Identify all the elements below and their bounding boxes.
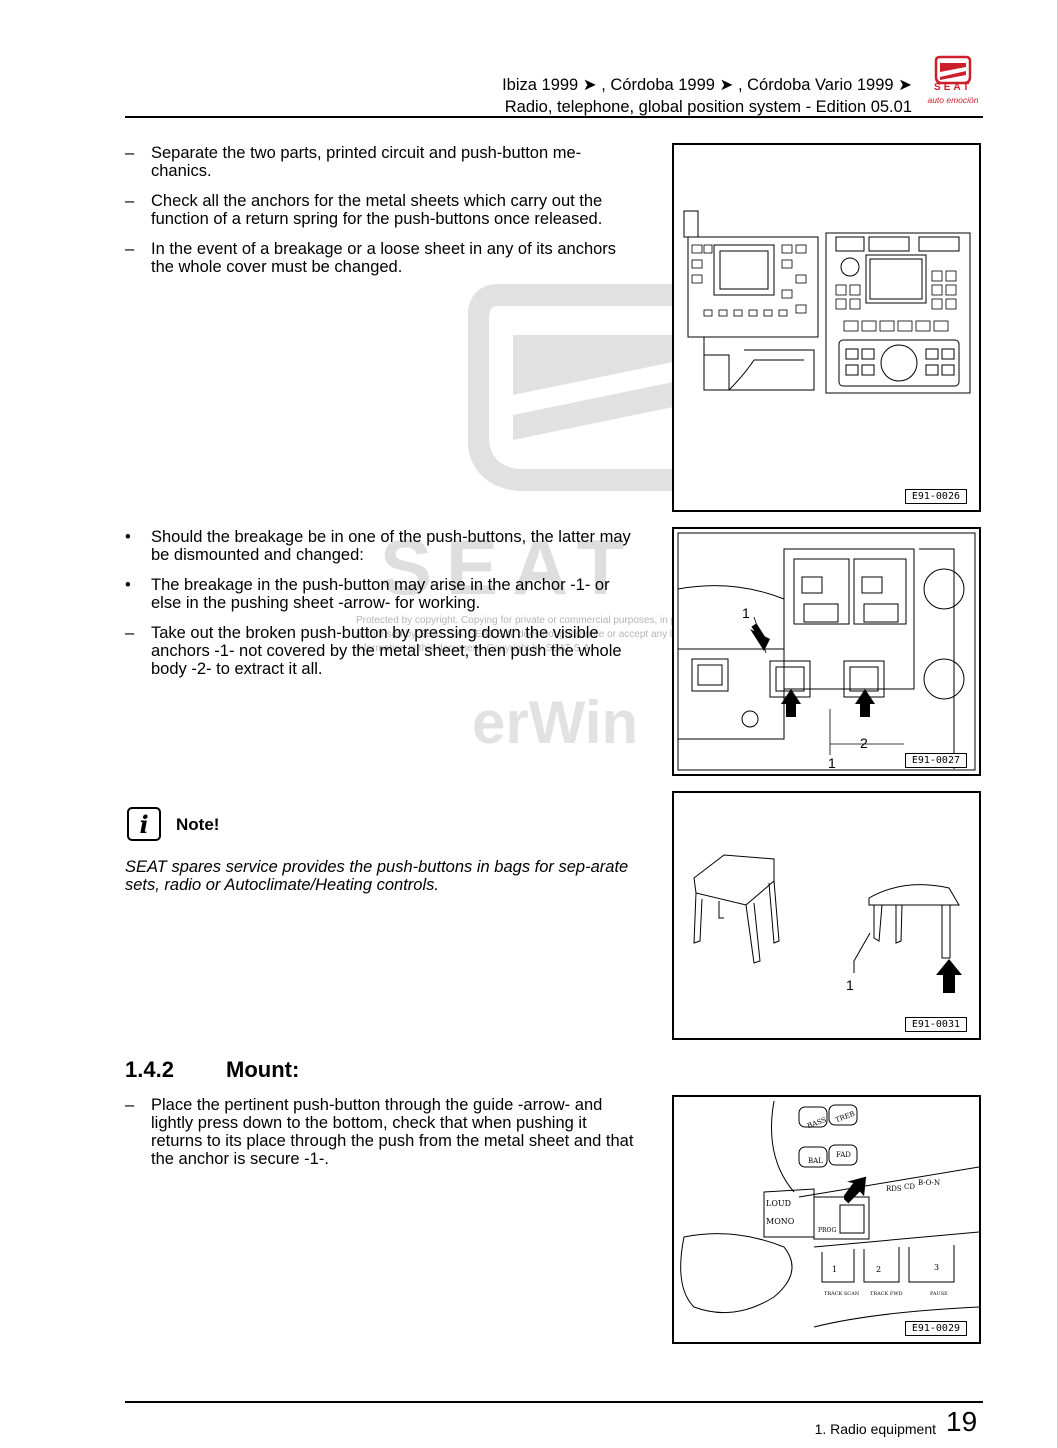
arrow-icon (844, 1176, 867, 1204)
button-1-label: 1 (832, 1265, 838, 1274)
page-number: 19 (946, 1406, 978, 1437)
radio-panel-drawing (683, 210, 971, 394)
header-manual-title: Radio, telephone, global position system… (504, 98, 912, 116)
prog-label: PROG (818, 1227, 837, 1234)
instructions-block-2: •Should the breakage be in one of the pu… (125, 528, 635, 690)
list-item: •The breakage in the push-button may ari… (125, 576, 610, 612)
list-item: •Should the breakage be in one of the pu… (125, 528, 631, 564)
cd-label: CD (904, 1183, 915, 1191)
section-number: 1.4.2 (125, 1057, 174, 1082)
instructions-block-1: –Separate the two parts, printed circuit… (125, 144, 635, 288)
bon-label: B-O-N (918, 1179, 941, 1187)
list-item: –Take out the broken push-button by pres… (125, 624, 622, 678)
seat-logo: SEAT auto emoción (920, 55, 986, 109)
figure-code: E91-0026 (904, 489, 967, 504)
list-item: –Check all the anchors for the metal she… (125, 192, 603, 228)
body-label: 2 (860, 735, 868, 751)
button-3-label: 3 (934, 1263, 940, 1272)
header-models: Ibiza 1999 ➤ , Córdoba 1999 ➤ , Córdoba … (502, 76, 912, 94)
figure-code: E91-0029 (904, 1321, 967, 1336)
anchor-label: 1 (828, 755, 836, 771)
logo-text: SEAT (934, 82, 972, 93)
list-item: –Place the pertinent push-button through… (125, 1096, 634, 1168)
seat-logo-icon (934, 55, 972, 85)
figure-mount-push-button: BASS TREB BAL FAD RDS CD B-O-N LOUD MONO… (672, 1095, 981, 1344)
figure-push-button-parts: 1 E91-0031 (672, 791, 981, 1040)
figure-radio-panel-parts: E91-0026 (672, 143, 981, 512)
figure-push-button-anchors: 1 2 1 E91-0027 (672, 527, 981, 776)
fad-label: FAD (836, 1151, 851, 1159)
push-button-drawing (693, 854, 960, 973)
mono-label: MONO (766, 1217, 795, 1226)
anchor-label: 1 (846, 977, 854, 993)
anchor-label: 1 (742, 605, 750, 621)
footer-rule (125, 1401, 983, 1403)
figure-code: E91-0031 (904, 1017, 967, 1032)
note-text: SEAT spares service provides the push-bu… (125, 858, 629, 894)
logo-tagline: auto emoción (927, 95, 979, 105)
header-rule (125, 116, 983, 118)
page-header: Ibiza 1999 ➤ , Córdoba 1999 ➤ , Córdoba … (300, 74, 912, 118)
pause-label: PAUSE (930, 1291, 948, 1297)
mount-drawing (680, 1100, 979, 1328)
watermark-copyright: Protected by copyright. Copying for priv… (356, 615, 850, 654)
track-fwd-label: TRACK FWD (870, 1291, 903, 1297)
bal-label: BAL (808, 1157, 823, 1165)
list-item: –In the event of a breakage or a loose s… (125, 240, 617, 276)
button-2-label: 2 (876, 1265, 882, 1274)
instructions-block-3: –Place the pertinent push-button through… (125, 1096, 635, 1180)
arrow-icon (750, 616, 904, 755)
section-heading: 1.4.2 Mount: (125, 1057, 299, 1083)
list-item: –Separate the two parts, printed circuit… (125, 144, 582, 180)
watermark-brand: SEAT (380, 523, 639, 611)
rds-label: RDS (886, 1185, 902, 1193)
figure-code: E91-0027 (904, 753, 967, 768)
footer-chapter: 1. Radio equipment (814, 1421, 936, 1437)
watermark-erwin: erWin (472, 689, 639, 756)
loud-label: LOUD (766, 1199, 792, 1208)
section-title: Mount: (226, 1057, 300, 1082)
note-title: Note! (176, 815, 220, 834)
track-scan-label: TRACK SCAN (824, 1291, 860, 1297)
arrow-icon (936, 959, 962, 993)
info-icon: i (127, 807, 161, 841)
